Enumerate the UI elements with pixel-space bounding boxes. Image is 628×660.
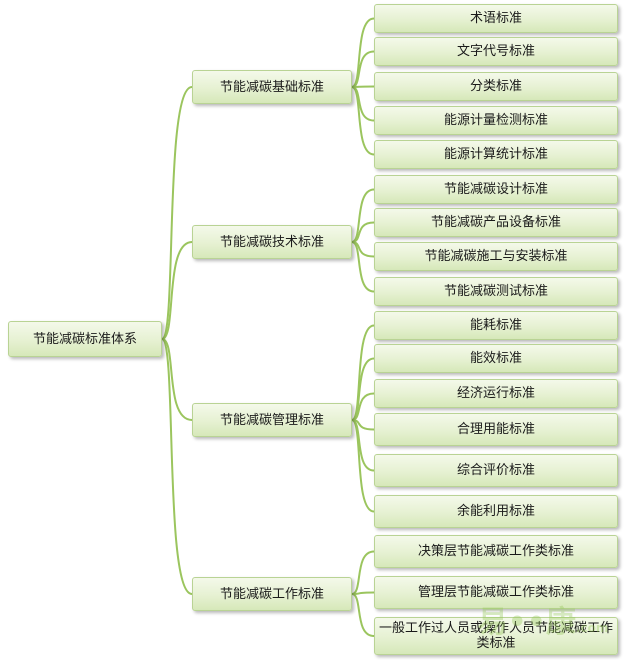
connector-root-branch xyxy=(161,86,193,340)
root-node-label: 节能减碳标准体系 xyxy=(32,331,137,347)
branch-node-label: 节能减碳技术标准 xyxy=(219,234,324,250)
connector-branch-leaf xyxy=(351,241,375,293)
branch-node-management: 节能减碳管理标准 xyxy=(192,403,352,437)
branch-node-technical: 节能减碳技术标准 xyxy=(192,225,352,259)
leaf-node-label: 文字代号标准 xyxy=(456,44,535,59)
leaf-node: 决策层节能减碳工作类标准 xyxy=(374,535,618,568)
leaf-node: 节能减碳测试标准 xyxy=(374,277,618,306)
leaf-node: 管理层节能减碳工作类标准 xyxy=(374,576,618,609)
connector-branch-leaf xyxy=(351,188,375,243)
leaf-node: 经济运行标准 xyxy=(374,379,618,408)
leaf-node: 节能减碳产品设备标准 xyxy=(374,208,618,237)
connector-branch-leaf xyxy=(351,86,375,156)
connector-root-branch xyxy=(161,338,193,595)
connector-branch-leaf xyxy=(351,593,375,637)
connector-branch-leaf xyxy=(351,419,375,513)
connector-branch-leaf xyxy=(351,550,375,595)
leaf-node: 能源计量检测标准 xyxy=(374,106,618,135)
leaf-node: 合理用能标准 xyxy=(374,413,618,446)
connector-branch-leaf xyxy=(351,85,375,88)
branch-node-label: 节能减碳管理标准 xyxy=(219,412,324,428)
connector-root-branch xyxy=(161,241,193,340)
leaf-node-label: 节能减碳测试标准 xyxy=(443,284,548,299)
branch-node-basic: 节能减碳基础标准 xyxy=(192,70,352,104)
leaf-node-label: 余能利用标准 xyxy=(456,504,535,519)
branch-node-work: 节能减碳工作标准 xyxy=(192,577,352,611)
leaf-node-label: 一般工作过人员或操作人员节能减碳工作类标准 xyxy=(379,621,614,651)
leaf-node-label: 合理用能标准 xyxy=(456,422,535,437)
leaf-node: 分类标准 xyxy=(374,72,618,101)
leaf-node-label: 分类标准 xyxy=(469,79,522,94)
leaf-node-label: 管理层节能减碳工作类标准 xyxy=(417,585,574,600)
leaf-node-label: 决策层节能减碳工作类标准 xyxy=(417,544,574,559)
leaf-node-label: 能源计量检测标准 xyxy=(443,113,548,128)
leaf-node: 节能减碳设计标准 xyxy=(374,175,618,204)
leaf-node-label: 能源计算统计标准 xyxy=(443,147,548,162)
leaf-node: 文字代号标准 xyxy=(374,37,618,66)
leaf-node: 综合评价标准 xyxy=(374,454,618,487)
branch-node-label: 节能减碳基础标准 xyxy=(219,79,324,95)
branch-node-label: 节能减碳工作标准 xyxy=(219,586,324,602)
leaf-node: 节能减碳施工与安装标准 xyxy=(374,242,618,271)
leaf-node-label: 综合评价标准 xyxy=(456,463,535,478)
root-node: 节能减碳标准体系 xyxy=(8,321,162,357)
leaf-node: 能效标准 xyxy=(374,344,618,373)
connector-root-branch xyxy=(161,338,193,421)
leaf-node-label: 节能减碳施工与安装标准 xyxy=(424,249,568,264)
leaf-node: 能源计算统计标准 xyxy=(374,140,618,169)
leaf-node-label: 经济运行标准 xyxy=(456,386,535,401)
leaf-node-label: 节能减碳产品设备标准 xyxy=(430,215,561,230)
leaf-node-label: 术语标准 xyxy=(469,11,522,26)
leaf-node: 术语标准 xyxy=(374,4,618,33)
leaf-node: 一般工作过人员或操作人员节能减碳工作类标准 xyxy=(374,617,618,655)
leaf-node: 能耗标准 xyxy=(374,311,618,340)
leaf-node-label: 能效标准 xyxy=(469,351,522,366)
leaf-node: 余能利用标准 xyxy=(374,495,618,528)
leaf-node-label: 能耗标准 xyxy=(469,318,522,333)
leaf-node-label: 节能减碳设计标准 xyxy=(443,182,548,197)
connector-branch-leaf xyxy=(351,357,375,421)
